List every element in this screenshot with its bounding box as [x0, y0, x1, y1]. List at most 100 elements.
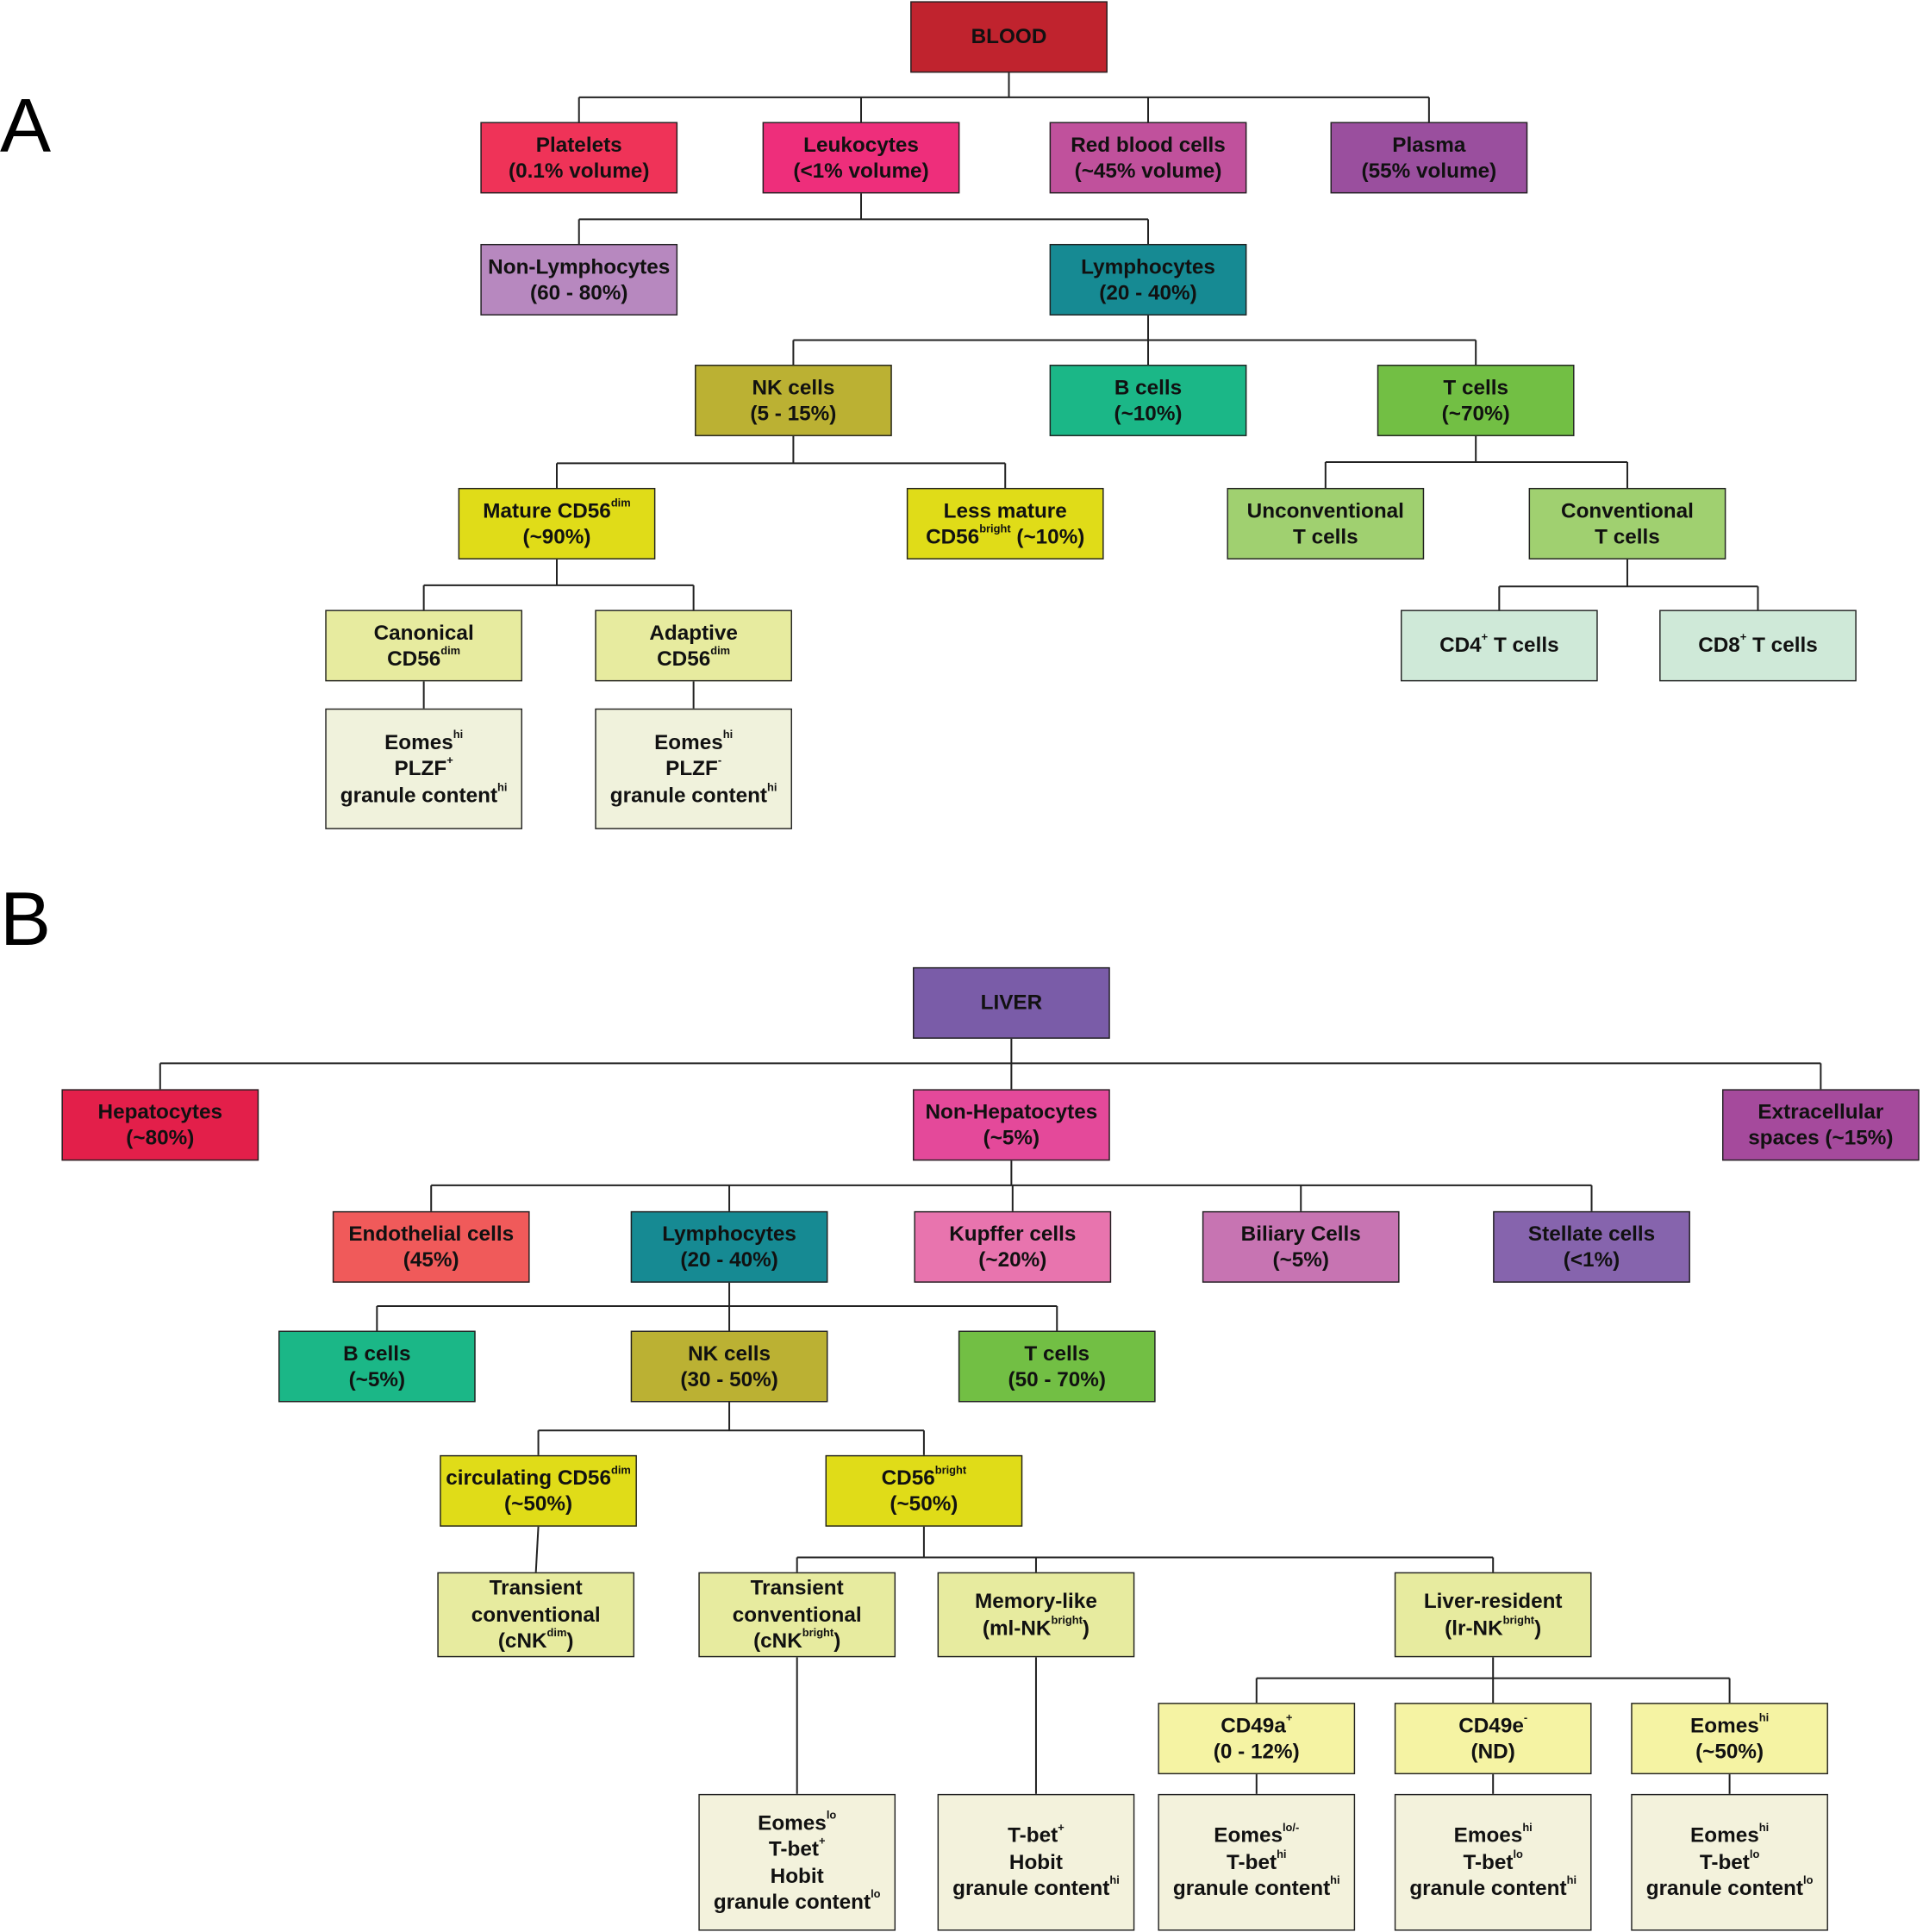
node-line: (~80%) — [126, 1125, 194, 1152]
node-superscript: - — [717, 754, 722, 767]
node-text: CD56 — [881, 1466, 935, 1490]
node-text: (~5%) — [1272, 1247, 1329, 1272]
connector-nonhep — [430, 1160, 1593, 1211]
node-line: T cells — [1024, 1340, 1089, 1366]
node-text: CD56 — [387, 647, 441, 671]
node-superscript: bright — [934, 1463, 967, 1476]
node-line: Transient — [490, 1575, 583, 1602]
node-lymphB: Lymphocytes(20 - 40%) — [630, 1210, 828, 1283]
node-cd8: CD8+ T cells — [1659, 610, 1857, 682]
node-line: CD4+ T cells — [1439, 631, 1559, 660]
panel-label-b: B — [0, 877, 52, 963]
node-line: circulating CD56dim — [446, 1463, 631, 1491]
node-line: Hobit — [771, 1862, 824, 1889]
node-line: Eomeshi — [654, 728, 733, 756]
node-line: T cells — [1595, 523, 1660, 550]
node-text: Canonical — [373, 620, 474, 644]
node-line: CD56bright (~10%) — [926, 522, 1084, 550]
node-line: granule contenthi — [610, 781, 777, 809]
node-nkA: NK cells(5 - 15%) — [695, 365, 892, 436]
node-superscript: bright — [1051, 1613, 1083, 1626]
node-text-suffix: ) — [566, 1629, 574, 1653]
connector-nkB — [537, 1402, 925, 1455]
connector-lymphA — [792, 315, 1477, 366]
node-text: T cells — [1024, 1341, 1090, 1365]
node-text: granule content — [952, 1877, 1110, 1901]
node-text: CD8 — [1698, 633, 1740, 658]
node-line: Eomeslo/- — [1214, 1822, 1299, 1849]
node-text: PLZF — [394, 756, 447, 781]
node-line: Canonical — [374, 619, 474, 646]
node-line: (~50%) — [890, 1491, 958, 1517]
node-lymphA: Lymphocytes(20 - 40%) — [1049, 243, 1247, 316]
node-line: (~90%) — [522, 523, 590, 550]
node-text: (~50%) — [1695, 1740, 1764, 1764]
node-line: BLOOD — [971, 24, 1047, 51]
node-line: Biliary Cells — [1241, 1221, 1361, 1247]
node-line: Stellate cells — [1528, 1221, 1655, 1247]
node-text: Eomes — [1690, 1713, 1759, 1737]
node-line: (60 - 80%) — [530, 279, 627, 306]
node-line: Eomeshi — [384, 728, 463, 756]
node-superscript: dim — [710, 644, 731, 657]
node-line: granule contenthi — [1409, 1874, 1576, 1903]
node-text: Eomes — [1690, 1823, 1759, 1848]
node-nonlymph: Non-Lymphocytes(60 - 80%) — [480, 243, 678, 316]
node-text-suffix: ) — [834, 1629, 841, 1653]
node-cd49e: CD49e-(ND) — [1394, 1703, 1592, 1775]
node-line: (<1%) — [1564, 1247, 1620, 1273]
node-line: Hepatocytes — [98, 1098, 223, 1125]
node-text: Platelets — [535, 132, 622, 156]
node-text: (~10%) — [1114, 401, 1183, 426]
node-text: (~45% volume) — [1074, 159, 1222, 183]
connector-lymphB — [376, 1282, 1058, 1331]
node-tA: T cells(~70%) — [1377, 365, 1575, 436]
node-bA: B cells(~10%) — [1049, 365, 1247, 436]
node-text: Hepatocytes — [97, 1099, 223, 1123]
node-text: (~20%) — [978, 1247, 1047, 1272]
node-superscript: + — [446, 754, 453, 767]
node-line: conventional — [733, 1602, 862, 1629]
node-text: Plasma — [1392, 132, 1466, 156]
node-line: T cells — [1443, 374, 1508, 401]
node-plasma: Plasma(55% volume) — [1330, 122, 1528, 194]
node-text: (lr-NK — [1445, 1616, 1503, 1640]
node-text: (30 - 50%) — [680, 1367, 778, 1391]
node-line: Adaptive — [649, 619, 738, 646]
node-text: Lymphocytes — [1081, 254, 1215, 278]
node-line: Endothelial cells — [348, 1221, 514, 1247]
node-line: CD56bright — [881, 1463, 967, 1491]
node-line: Lymphocytes — [662, 1221, 796, 1247]
node-text: Non-Hepatocytes — [925, 1099, 1098, 1123]
node-line: (~5%) — [1272, 1247, 1328, 1273]
node-line: CD49a+ — [1221, 1710, 1292, 1739]
node-line: Red blood cells — [1071, 131, 1226, 158]
node-liver: LIVER — [913, 966, 1110, 1039]
node-superscript: dim — [546, 1626, 567, 1640]
node-superscript: + — [818, 1835, 826, 1848]
node-line: Extracellular — [1758, 1098, 1883, 1125]
node-rbc: Red blood cells(~45% volume) — [1049, 122, 1247, 194]
node-line: NK cells — [688, 1340, 771, 1366]
node-text: (20 - 40%) — [1099, 280, 1197, 305]
node-line: conventional — [471, 1602, 601, 1629]
node-line: CD56dim — [387, 644, 460, 672]
node-line: B cells — [1114, 374, 1182, 401]
connector-circ — [534, 1526, 540, 1572]
node-text: granule content — [340, 783, 498, 807]
node-superscript: + — [1739, 631, 1747, 644]
node-line: (45%) — [403, 1247, 459, 1273]
node-stellate: Stellate cells(<1%) — [1493, 1210, 1690, 1283]
node-text: CD56 — [926, 524, 980, 548]
node-line: Platelets — [536, 131, 622, 158]
node-text: PLZF — [665, 756, 718, 781]
